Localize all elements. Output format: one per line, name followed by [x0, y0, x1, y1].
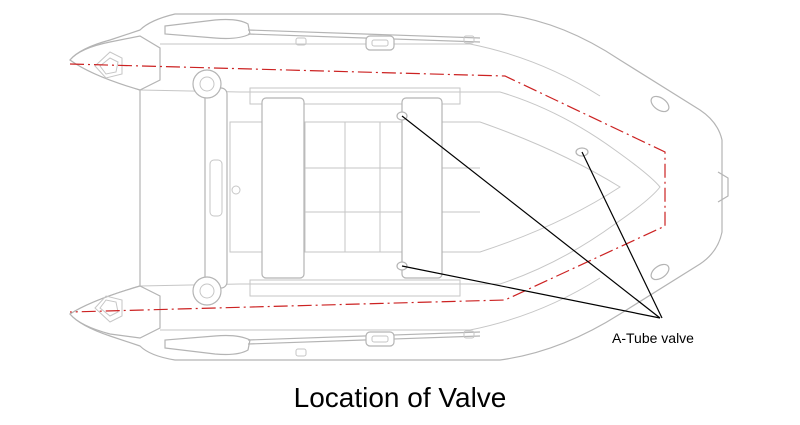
oarlocks	[295, 35, 475, 357]
tube-centerline	[69, 63, 666, 313]
seats	[261, 97, 443, 279]
transom	[192, 69, 241, 306]
bow-rings	[650, 95, 670, 281]
diagram-caption: Location of Valve	[293, 382, 507, 413]
callout-leaders	[401, 115, 663, 319]
rear-tube-cones	[69, 35, 161, 339]
oars	[164, 18, 481, 356]
boat-hull	[69, 13, 729, 361]
callout-label: A-Tube valve	[612, 330, 694, 346]
